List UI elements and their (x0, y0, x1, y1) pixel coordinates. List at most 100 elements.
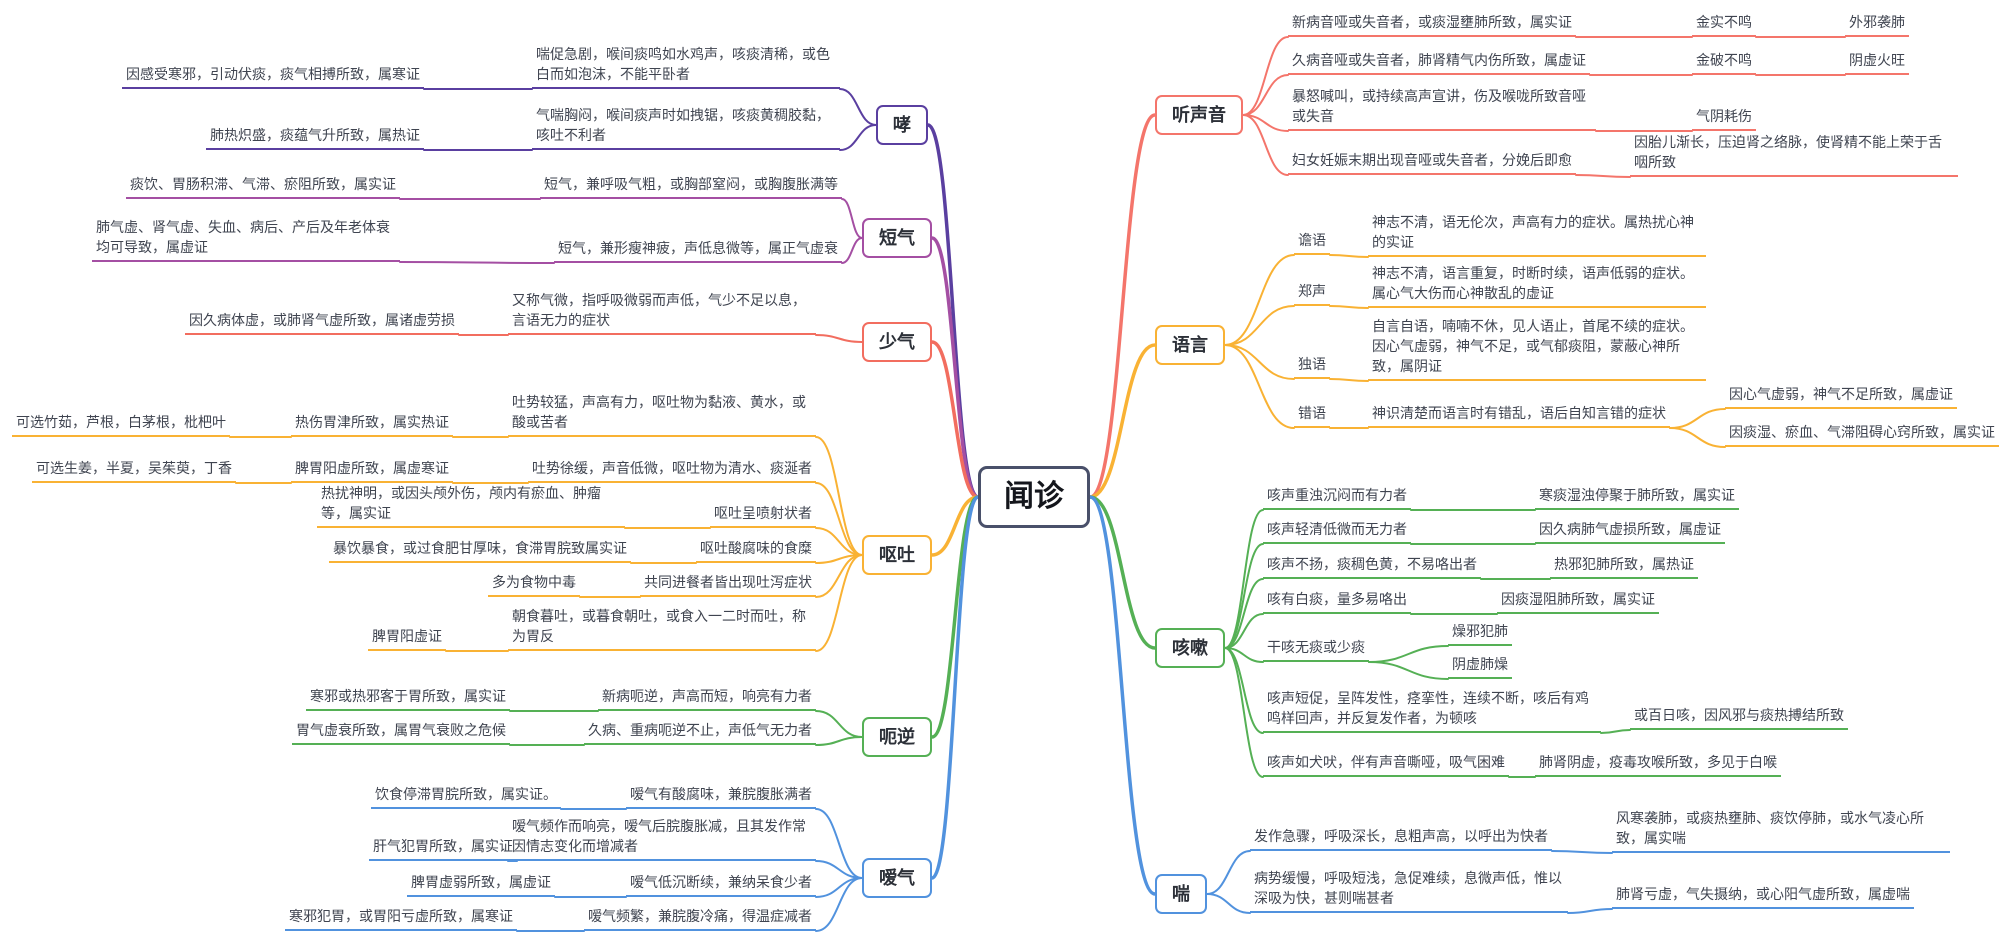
leaf-tingshengyin-outer-1[interactable]: 外邪袭肺 (1845, 12, 1909, 37)
leaf-kesou-sign-5[interactable]: 干咳无痰或少痰 (1263, 637, 1369, 662)
leaf-outu-herbs-2[interactable]: 可选生姜，半夏，吴茱萸，丁香 (32, 458, 236, 483)
leaf-kesou-cause-5a[interactable]: 燥邪犯肺 (1448, 621, 1512, 646)
leaf-yuyan-term-4[interactable]: 错语 (1294, 403, 1330, 428)
connector-curve (930, 340, 980, 499)
leaf-shaoqi-cause-1[interactable]: 因久病体虚，或肺肾气虚所致，属诸虚劳损 (185, 310, 459, 335)
leaf-aiqi-symptom-3[interactable]: 嗳气低沉断续，兼纳呆食少者 (626, 872, 816, 897)
branch-node-yuyan[interactable]: 语言 (1155, 325, 1225, 365)
leaf-eni-cause-2[interactable]: 胃气虚衰所致，属胃气衰败之危候 (292, 720, 510, 745)
leaf-kesou-cause-2[interactable]: 因久病肺气虚损所致，属虚证 (1535, 519, 1725, 544)
leaf-aiqi-symptom-2[interactable]: 嗳气频作而响亮，嗳气后脘腹胀减，且其发作常因情志变化而增减者 (508, 816, 816, 861)
leaf-kesou-sign-3[interactable]: 咳声不扬，痰稠色黄，不易咯出者 (1263, 554, 1481, 579)
leaf-aiqi-cause-4[interactable]: 寒邪犯胃，或胃阳亏虚所致，属寒证 (285, 906, 517, 931)
connector-curve (1224, 647, 1264, 734)
leaf-chuan-sign-2[interactable]: 病势缓慢，呼吸短浅，急促难续，息微声低，惟以深吸为快，甚则喘甚者 (1250, 868, 1568, 913)
connector-curve (1206, 893, 1251, 914)
connector-curve (1224, 305, 1295, 346)
connector-curve (1242, 114, 1289, 132)
leaf-outu-symptom-1[interactable]: 吐势较猛，声高有力，呕吐物为黏液、黄水，或酸或苦者 (508, 392, 816, 437)
leaf-outu-cause-2[interactable]: 脾胃阳虚所致，属虚寒证 (291, 458, 453, 483)
branch-node-kesou[interactable]: 咳嗽 (1155, 628, 1225, 668)
branch-node-outu[interactable]: 呕吐 (862, 535, 932, 575)
leaf-duanqi-symptom-1[interactable]: 短气，兼呼吸气粗，或胸部窒闷，或胸腹胀满等 (540, 174, 842, 199)
connector-curve (926, 123, 980, 499)
leaf-yuyan-desc-3[interactable]: 自言自语，喃喃不休，见人语止，首尾不续的症状。因心气虚弱，神气不足，或气郁痰阻，… (1368, 316, 1706, 381)
connector-curve (1088, 113, 1157, 499)
leaf-xiao-symptom-2[interactable]: 气喘胸闷，喉间痰声时如拽锯，咳痰黄稠胶黏，咳吐不利者 (532, 105, 840, 150)
leaf-aiqi-cause-1[interactable]: 饮食停滞胃脘所致，属实证。 (371, 784, 561, 809)
leaf-yuyan-desc-1[interactable]: 神志不清，语无伦次，声高有力的症状。属热扰心神的实证 (1368, 212, 1706, 257)
branch-node-eni[interactable]: 呃逆 (862, 717, 932, 757)
leaf-aiqi-cause-3[interactable]: 脾胃虚弱所致，属虚证 (407, 872, 555, 897)
leaf-duanqi-cause-1[interactable]: 痰饮、胃肠积滞、气滞、瘀阻所致，属实证 (126, 174, 400, 199)
leaf-chuan-cause-1[interactable]: 风寒袭肺，或痰热壅肺、痰饮停肺，或水气凌心所致，属实喘 (1612, 808, 1950, 853)
leaf-kesou-cause-4[interactable]: 因痰湿阻肺所致，属实证 (1497, 589, 1659, 614)
leaf-tingshengyin-text-3[interactable]: 暴怒喊叫，或持续高声宣讲，伤及喉咙所致音哑或失音 (1288, 86, 1596, 131)
leaf-eni-cause-1[interactable]: 寒邪或热邪客于胃所致，属实证 (306, 686, 510, 711)
leaf-outu-herbs-1[interactable]: 可选竹茹，芦根，白茅根，枇杷叶 (12, 412, 230, 437)
branch-node-aiqi[interactable]: 嗳气 (862, 858, 932, 898)
leaf-outu-cause-5[interactable]: 多为食物中毒 (488, 572, 580, 597)
leaf-outu-cause-4[interactable]: 暴饮暴食，或过食肥甘厚味，食滞胃脘致属实证 (329, 538, 631, 563)
leaf-outu-symptom-5[interactable]: 共同进餐者皆出现吐泻症状 (640, 572, 816, 597)
leaf-yuyan-sub-1[interactable]: 因心气虚弱，神气不足所致，属虚证 (1725, 384, 1957, 409)
connector-curve (841, 237, 863, 264)
leaf-shaoqi-symptom-1[interactable]: 又称气微，指呼吸微弱而声低，气少不足以息，言语无力的症状 (508, 290, 816, 335)
leaf-aiqi-symptom-4[interactable]: 嗳气频繁，兼脘腹冷痛，得温症减者 (584, 906, 816, 931)
leaf-kesou-cause-5b[interactable]: 阴虚肺燥 (1448, 654, 1512, 679)
connector-curve (1224, 647, 1264, 663)
leaf-outu-symptom-4[interactable]: 呕吐酸腐味的食糜 (696, 538, 816, 563)
leaf-outu-cause-3[interactable]: 热扰神明，或因头颅外伤，颅内有瘀血、肿瘤等，属实证 (317, 483, 625, 528)
leaf-xiao-cause-2[interactable]: 肺热炽盛，痰蕴气升所致，属热证 (206, 125, 424, 150)
leaf-tingshengyin-text-2[interactable]: 久病音哑或失音者，肺肾精气内伤所致，属虚证 (1288, 50, 1590, 75)
leaf-yuyan-term-2[interactable]: 郑声 (1294, 281, 1330, 306)
connector-curve (1224, 509, 1264, 649)
leaf-tingshengyin-mid-3[interactable]: 气阴耗伤 (1692, 106, 1756, 131)
central-topic[interactable]: 闻诊 (978, 466, 1090, 528)
leaf-aiqi-symptom-1[interactable]: 嗳气有酸腐味，兼脘腹胀满者 (626, 784, 816, 809)
leaf-eni-symptom-1[interactable]: 新病呃逆，声高而短，响亮有力者 (598, 686, 816, 711)
leaf-kesou-sign-7[interactable]: 咳声如犬吠，伴有声音嘶哑，吸气困难 (1263, 752, 1509, 777)
leaf-aiqi-cause-2[interactable]: 肝气犯胃所致，属实证 (369, 836, 517, 861)
leaf-tingshengyin-text-4[interactable]: 妇女妊娠末期出现音哑或失音者，分娩后即愈 (1288, 150, 1576, 175)
leaf-tingshengyin-mid-1[interactable]: 金实不鸣 (1692, 12, 1756, 37)
branch-node-chuan[interactable]: 喘 (1155, 874, 1207, 914)
leaf-chuan-sign-1[interactable]: 发作急骤，呼吸深长，息粗声高，以呼出为快者 (1250, 826, 1552, 851)
branch-node-duanqi[interactable]: 短气 (862, 218, 932, 258)
leaf-tingshengyin-mid-4[interactable]: 因胎儿渐长，压迫肾之络脉，使肾精不能上荣于舌咽所致 (1630, 132, 1958, 177)
leaf-yuyan-term-3[interactable]: 独语 (1294, 354, 1330, 379)
leaf-kesou-cause-7[interactable]: 肺肾阴虚，疫毒攻喉所致，多见于白喉 (1535, 752, 1781, 777)
leaf-duanqi-symptom-2[interactable]: 短气，兼形瘦神疲，声低息微等，属正气虚衰 (554, 238, 842, 263)
branch-node-shaoqi[interactable]: 少气 (862, 322, 932, 362)
leaf-kesou-cause-3[interactable]: 热邪犯肺所致，属热证 (1550, 554, 1698, 579)
leaf-outu-cause-1[interactable]: 热伤胃津所致，属实热证 (291, 412, 453, 437)
leaf-outu-symptom-3[interactable]: 呕吐呈喷射状者 (710, 503, 816, 528)
leaf-kesou-sign-6[interactable]: 咳声短促，呈阵发性，痉挛性，连续不断，咳后有鸡鸣样回声，并反复发作者，为顿咳 (1263, 688, 1601, 733)
connector-curve (930, 495, 980, 739)
leaf-outu-cause-6[interactable]: 脾胃阳虚证 (368, 626, 446, 651)
leaf-outu-symptom-6[interactable]: 朝食暮吐，或暮食朝吐，或食入一二时而吐，称为胃反 (508, 606, 816, 651)
leaf-tingshengyin-text-1[interactable]: 新病音哑或失音者，或痰湿壅肺所致，属实证 (1288, 12, 1576, 37)
leaf-eni-symptom-2[interactable]: 久病、重病呃逆不止，声低气无力者 (584, 720, 816, 745)
leaf-yuyan-term-1[interactable]: 谵语 (1294, 230, 1330, 255)
branch-node-tingshengyin[interactable]: 听声音 (1155, 95, 1243, 135)
leaf-kesou-sign-1[interactable]: 咳声重浊沉闷而有力者 (1263, 485, 1411, 510)
connector-curve (815, 554, 863, 598)
leaf-chuan-cause-2[interactable]: 肺肾亏虚，气失摄纳，或心阳气虚所致，属虚喘 (1612, 884, 1914, 909)
leaf-kesou-cause-1[interactable]: 寒痰湿浊停聚于肺所致，属实证 (1535, 485, 1739, 510)
connector-curve (815, 710, 863, 738)
leaf-kesou-sign-4[interactable]: 咳有白痰，量多易咯出 (1263, 589, 1411, 614)
leaf-outu-symptom-2[interactable]: 吐势徐缓，声音低微，呕吐物为清水、痰涎者 (528, 458, 816, 483)
leaf-yuyan-desc-4[interactable]: 神识清楚而语言时有错乱，语后自知言错的症状 (1368, 403, 1670, 428)
connector-curve (1224, 578, 1264, 649)
leaf-kesou-sign-2[interactable]: 咳声轻清低微而无力者 (1263, 519, 1411, 544)
leaf-yuyan-sub-2[interactable]: 因痰湿、瘀血、气滞阻碍心窍所致，属实证 (1725, 422, 1999, 447)
leaf-xiao-cause-1[interactable]: 因感受寒邪，引动伏痰，痰气相搏所致，属寒证 (122, 64, 424, 89)
leaf-yuyan-desc-2[interactable]: 神志不清，语言重复，时断时续，语声低弱的症状。属心气大伤而心神散乱的虚证 (1368, 263, 1706, 308)
branch-node-xiao[interactable]: 哮 (876, 105, 928, 145)
leaf-duanqi-cause-2[interactable]: 肺气虚、肾气虚、失血、病后、产后及年老体衰均可导致，属虚证 (92, 217, 400, 262)
leaf-kesou-cause-6[interactable]: 或百日咳，因风邪与痰热搏结所致 (1630, 705, 1848, 730)
leaf-tingshengyin-outer-2[interactable]: 阴虚火旺 (1845, 50, 1909, 75)
leaf-tingshengyin-mid-2[interactable]: 金破不鸣 (1692, 50, 1756, 75)
leaf-xiao-symptom-1[interactable]: 喘促急剧，喉间痰鸣如水鸡声，咳痰清稀，或色白而如泡沫，不能平卧者 (532, 44, 840, 89)
